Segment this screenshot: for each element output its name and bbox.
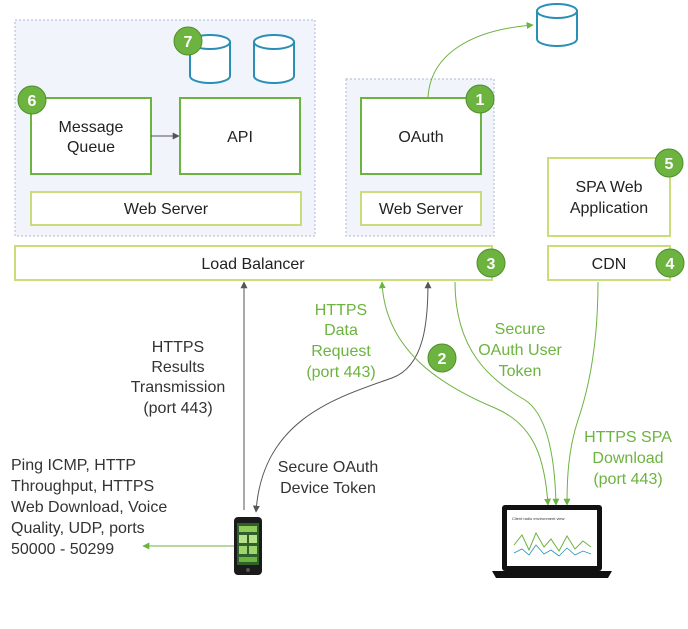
database-icon bbox=[189, 34, 231, 84]
secure-user-line-1: Secure bbox=[495, 321, 546, 338]
https-results-line-4: (port 443) bbox=[143, 400, 212, 417]
database-icon bbox=[536, 3, 578, 47]
user-token-arrow bbox=[454, 281, 560, 506]
https-spa-line-1: HTTPS SPA bbox=[584, 429, 672, 446]
https-spa-label: HTTPS SPA Download (port 443) bbox=[584, 429, 672, 488]
api-box bbox=[179, 97, 301, 175]
https-data-line-3: Request bbox=[311, 343, 371, 360]
https-spa-line-2: Download bbox=[592, 450, 663, 467]
spa-label-2: Application bbox=[570, 200, 648, 217]
https-data-label: HTTPS Data Request (port 443) bbox=[306, 302, 375, 381]
ping-line-5: 50000 - 50299 bbox=[11, 541, 114, 558]
spa-download-arrow bbox=[563, 281, 599, 506]
web-server-left-label: Web Server bbox=[124, 201, 209, 218]
message-queue-label-2: Queue bbox=[67, 139, 115, 156]
badge-4-label: 4 bbox=[666, 256, 675, 273]
load-balancer-label: Load Balancer bbox=[201, 256, 305, 273]
badge-3: 3 bbox=[476, 248, 506, 278]
https-spa-line-3: (port 443) bbox=[593, 471, 662, 488]
badge-7-label: 7 bbox=[184, 34, 193, 51]
https-data-line-2: Data bbox=[324, 322, 358, 339]
cdn-label: CDN bbox=[592, 256, 627, 273]
message-queue-label-1: Message bbox=[59, 119, 124, 136]
database-icon bbox=[253, 34, 295, 84]
message-queue-box bbox=[30, 97, 152, 175]
badge-1: 1 bbox=[465, 84, 495, 114]
ping-line-2: Throughput, HTTPS bbox=[11, 478, 154, 495]
spa-label-1: SPA Web bbox=[576, 179, 643, 196]
https-results-line-1: HTTPS bbox=[152, 339, 204, 356]
badge-7: 7 bbox=[173, 26, 203, 56]
ping-line-1: Ping ICMP, HTTP bbox=[11, 457, 136, 474]
web-server-right-box bbox=[360, 191, 482, 226]
https-data-line-4: (port 443) bbox=[306, 364, 375, 381]
web-server-left-box bbox=[30, 191, 302, 226]
secure-user-token-label: Secure OAuth User Token bbox=[478, 321, 562, 380]
badge-2: 2 bbox=[427, 343, 457, 373]
badge-6: 6 bbox=[17, 85, 47, 115]
data-request-arrow bbox=[378, 281, 552, 506]
secure-user-line-2: OAuth User bbox=[478, 342, 562, 359]
badge-4: 4 bbox=[655, 248, 685, 278]
badge-2-label: 2 bbox=[438, 351, 447, 368]
cdn-box bbox=[547, 245, 671, 281]
oauth-to-database-arrow bbox=[427, 22, 534, 99]
secure-device-token-label: Secure OAuth Device Token bbox=[278, 459, 379, 497]
ping-line-4: Quality, UDP, ports bbox=[11, 520, 145, 537]
secure-device-line-2: Device Token bbox=[280, 480, 376, 497]
laptop-icon: Client radio environment view bbox=[492, 505, 612, 578]
ping-label: Ping ICMP, HTTP Throughput, HTTPS Web Do… bbox=[11, 457, 167, 558]
https-results-line-3: Transmission bbox=[131, 379, 226, 396]
https-results-label: HTTPS Results Transmission (port 443) bbox=[131, 339, 226, 417]
ping-line-3: Web Download, Voice bbox=[11, 499, 167, 516]
secure-user-line-3: Token bbox=[499, 363, 542, 380]
web-server-right-label: Web Server bbox=[379, 201, 464, 218]
oauth-label: OAuth bbox=[398, 129, 443, 146]
badge-1-label: 1 bbox=[476, 92, 485, 109]
laptop-chart-title: Client radio environment view bbox=[512, 516, 565, 521]
https-data-line-1: HTTPS bbox=[315, 302, 367, 319]
load-balancer-box bbox=[14, 245, 493, 281]
spa-box bbox=[547, 157, 671, 237]
phone-icon bbox=[234, 517, 262, 575]
secure-device-line-1: Secure OAuth bbox=[278, 459, 379, 476]
badge-3-label: 3 bbox=[487, 256, 496, 273]
badge-5: 5 bbox=[654, 148, 684, 178]
badge-5-label: 5 bbox=[665, 156, 674, 173]
oauth-box bbox=[360, 97, 482, 175]
badge-6-label: 6 bbox=[28, 93, 37, 110]
https-results-line-2: Results bbox=[151, 359, 204, 376]
api-label: API bbox=[227, 129, 253, 146]
